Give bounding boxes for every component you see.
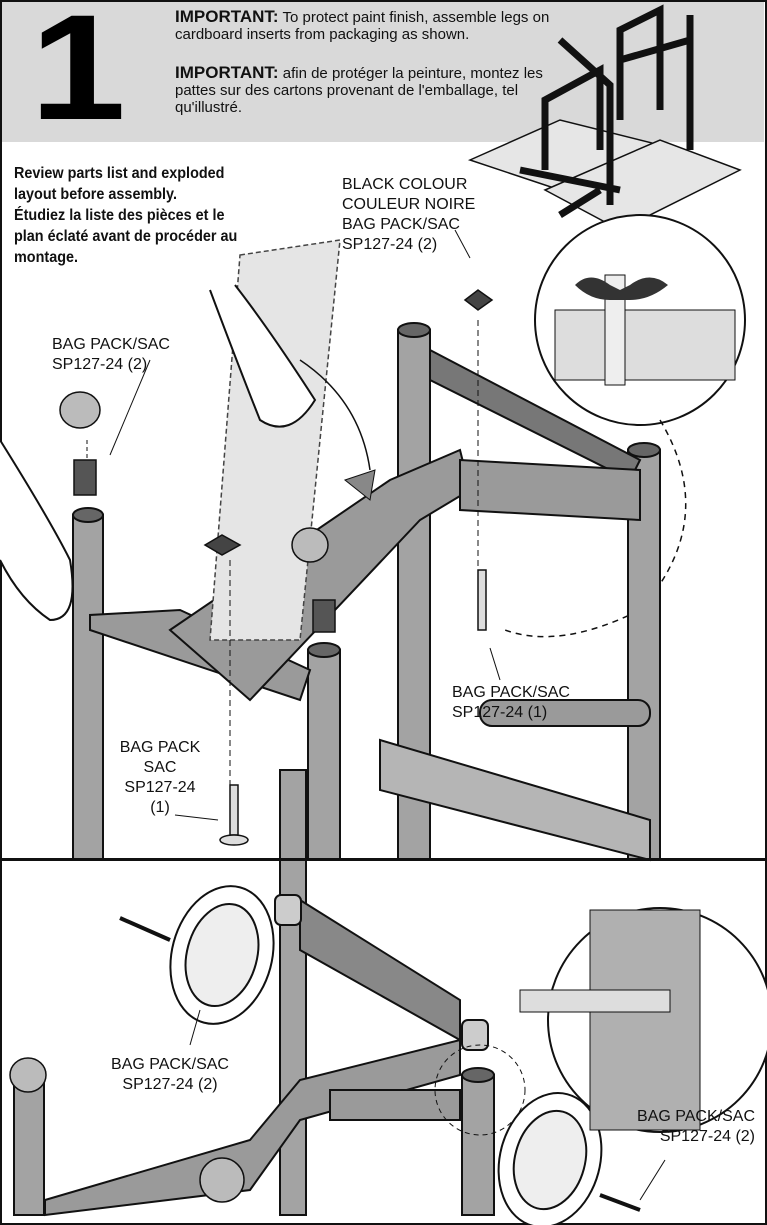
label-wheel-left-line2: SP127-24 (2): [122, 1076, 218, 1093]
inset-leg: [589, 909, 701, 1131]
review-line-1: Review parts list and exploded: [14, 165, 225, 182]
review-line-2: layout before assembly.: [14, 186, 177, 203]
label-wheel-right: BAG PACK/SAC SP127-24 (2): [600, 1107, 755, 1147]
important-label-en: IMPORTANT:: [175, 7, 279, 26]
wing-nut-detail-inset: [534, 214, 746, 426]
label-bolt-left-line3: SP127-24: [124, 779, 196, 796]
label-wheel-left-line1: BAG PACK/SAC: [111, 1056, 229, 1073]
label-black-colour: BLACK COLOUR COULEUR NOIRE BAG PACK/SAC …: [342, 175, 475, 255]
label-wheel-left: BAG PACK/SAC SP127-24 (2): [95, 1055, 245, 1095]
important-note-en: IMPORTANT: To protect paint finish, asse…: [175, 8, 575, 43]
casters-and-bolts: [59, 289, 494, 846]
label-bolt-right: BAG PACK/SAC SP127-24 (1): [452, 683, 570, 723]
label-black-colour-line1: BLACK COLOUR: [342, 176, 468, 193]
wheels: [119, 885, 641, 1225]
review-line-5: montage.: [14, 249, 79, 266]
important-text-fr: afin de protéger la peinture, montez les…: [175, 65, 543, 116]
label-black-colour-line3: BAG PACK/SAC: [342, 216, 460, 233]
label-left-caster: BAG PACK/SAC SP127-24 (2): [52, 335, 170, 375]
label-bolt-left-line2: SAC: [143, 759, 177, 776]
important-label-fr: IMPORTANT:: [175, 63, 279, 82]
cardboard-legs-illustration: [467, 4, 742, 231]
label-black-colour-line4: SP127-24 (2): [342, 236, 438, 253]
important-note-fr: IMPORTANT: afin de protéger la peinture,…: [175, 64, 575, 116]
label-bolt-right-line1: BAG PACK/SAC: [452, 684, 570, 701]
label-bolt-right-line2: SP127-24 (1): [452, 704, 548, 721]
step-number: 1: [30, 0, 126, 151]
label-bolt-left-line1: BAG PACK: [119, 739, 201, 756]
section-divider: [0, 858, 767, 861]
review-line-3: Étudiez la liste des pièces et le: [14, 207, 225, 224]
review-instructions: Review parts list and exploded layout be…: [14, 163, 304, 268]
label-black-colour-line2: COULEUR NOIRE: [342, 196, 476, 213]
label-bolt-left-line4: (1): [150, 799, 170, 816]
review-line-4: plan éclaté avant de procéder au: [14, 228, 238, 245]
label-left-caster-line2: SP127-24 (2): [52, 356, 148, 373]
important-text-en: To protect paint finish, assemble legs o…: [175, 9, 550, 43]
label-wheel-right-line1: BAG PACK/SAC: [637, 1108, 755, 1125]
hand-top: [209, 284, 317, 428]
wheel-frame-bottom: [13, 769, 495, 1217]
label-left-caster-line1: BAG PACK/SAC: [52, 336, 170, 353]
hand-left: [0, 439, 74, 622]
label-bolt-left: BAG PACK SAC SP127-24 (1): [100, 738, 220, 818]
label-wheel-right-line2: SP127-24 (2): [659, 1128, 755, 1145]
